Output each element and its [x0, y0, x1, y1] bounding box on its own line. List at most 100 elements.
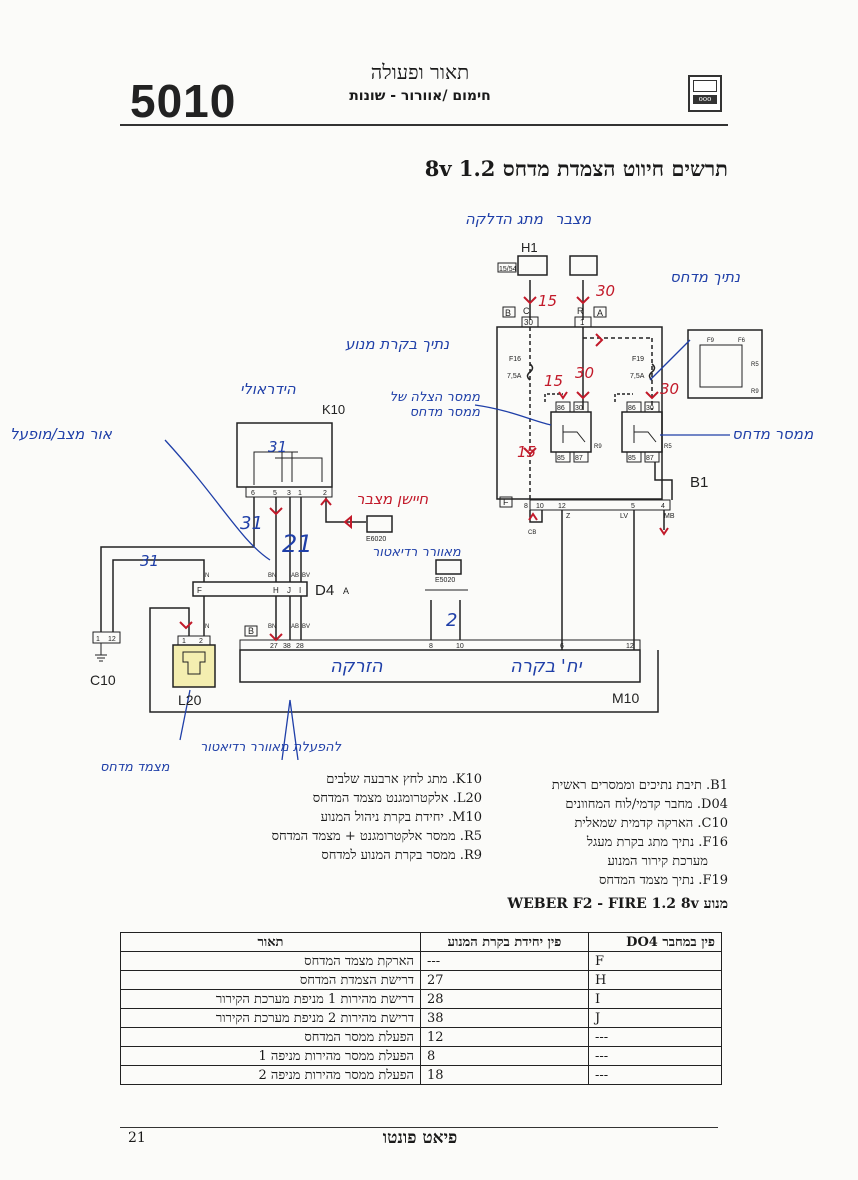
label-d4-j: J — [287, 586, 291, 595]
section-title: תרשים חיווט הצמדת מדחס 1.2 8v — [424, 156, 728, 181]
cell: דרישת מהירות 2 מניפת מערכת הקירור — [120, 1008, 421, 1028]
label-inset-r9: R9 — [751, 389, 759, 395]
note-31: 31 — [240, 513, 263, 534]
label-10: 10 — [536, 503, 544, 510]
page-title: תאור ופעולה — [370, 60, 470, 84]
label-86: 86 — [628, 405, 636, 412]
cell: --- — [588, 1065, 722, 1085]
label-bv: BV — [302, 573, 310, 579]
label-h1-pin: 15/54 — [499, 266, 517, 273]
label-b1: B1 — [690, 474, 708, 491]
label-ab: AB — [291, 624, 299, 630]
column-header: תאור — [120, 932, 421, 952]
section-number: 5010 — [130, 75, 237, 127]
cell: דרישת מהירות 1 מניפת מערכת הקירור — [120, 989, 421, 1009]
label-f19: F19 — [632, 356, 644, 363]
note-30: 30 — [660, 380, 680, 398]
label-30: 30 — [575, 405, 583, 412]
label-12: 12 — [626, 643, 634, 650]
cell: 38 — [420, 1008, 589, 1028]
legend-item: F19. נתיך מצמד המדחס — [598, 873, 728, 888]
e5020-sensor — [435, 559, 462, 575]
label-n: N — [205, 624, 209, 630]
label-bv: BV — [302, 624, 310, 630]
label-e6020: E6020 — [366, 536, 386, 543]
note-k10: הידראולי — [240, 380, 296, 398]
connector-b: B — [248, 626, 254, 636]
label-inset-r5: R5 — [751, 362, 759, 368]
legend-right: B1. תיבת נתיכים וממסרים ראשית D04. מחבר … — [552, 776, 728, 890]
connector-a: A — [597, 308, 603, 318]
label-n: N — [205, 573, 209, 579]
label-27: 27 — [270, 643, 278, 650]
header-divider — [120, 124, 728, 126]
e6020-sensor — [366, 515, 393, 533]
cell: דרישת הצמדת המדחס — [120, 970, 421, 990]
b1-fuse-box — [496, 326, 663, 500]
label-1: 1 — [96, 636, 100, 643]
note-15: 15 — [538, 292, 558, 310]
label-r9: R9 — [594, 444, 602, 450]
label-1: 1 — [298, 490, 302, 497]
label-4: 4 — [661, 503, 665, 510]
footer-title: פיאט פונטו — [382, 1128, 458, 1148]
label-f19-amp: 7,5A — [630, 373, 645, 380]
legend-item: F16. נתיך מתג בקרת מעגל — [586, 835, 728, 850]
label-z: Z — [566, 513, 571, 520]
engine-heading: מנוע WEBER F2 - FIRE 1.2 8v — [507, 896, 728, 912]
label-mb: MB — [664, 513, 675, 520]
label-inset-f9: F9 — [707, 338, 715, 344]
cell: 18 — [420, 1065, 589, 1085]
label-6: 6 — [560, 643, 564, 650]
page-number: 21 — [128, 1130, 146, 1146]
legend-item: D04. מחבר קדמי/לוח המחוונים — [565, 797, 728, 812]
cell: 27 — [420, 970, 589, 990]
note-15: 15 — [544, 372, 564, 390]
note-warning: אור מצב/מופעל — [10, 425, 112, 443]
note-compressor-clutch: מצמד מדחס — [100, 760, 170, 775]
label-5: 5 — [631, 503, 635, 510]
note-fuse-engine: נתיך בקרת מנוע — [345, 335, 450, 353]
legend-item: L20. אלקטרומגנט מצמד המדחס — [312, 791, 482, 806]
note-ignition: מתג הדלקה — [465, 210, 543, 228]
cell: H — [588, 970, 722, 990]
page-subtitle: חימום /אוורור - שונות — [349, 88, 491, 104]
m10-ecu — [239, 649, 641, 683]
label-c: C — [523, 306, 530, 316]
legend-item: מערכת קירור המנוע — [607, 854, 708, 869]
cell: 28 — [420, 989, 589, 1009]
connector-a: A — [343, 586, 349, 596]
label-d4-i: I — [299, 586, 301, 595]
label-12: 12 — [558, 503, 566, 510]
note-2: 2 — [446, 610, 458, 631]
d4-connector — [192, 581, 308, 597]
label-f16-amp: 7,5A — [507, 373, 522, 380]
cell: J — [588, 1008, 722, 1028]
label-86: 86 — [557, 405, 565, 412]
note-15: 15 — [517, 443, 537, 461]
label-d4: D4 — [315, 582, 334, 599]
legend-item: M10. יחידת בקרת ניהול המנוע — [320, 810, 482, 825]
label-8: 8 — [429, 643, 433, 650]
cell: --- — [420, 951, 589, 971]
label-ab: AB — [291, 573, 299, 579]
legend-item: R9. ממסר בקרת המנוע למדחס — [321, 848, 482, 863]
label-cb: CB — [528, 530, 536, 536]
cell: הפעלת ממסר מהירות מניפה 1 — [120, 1046, 421, 1066]
label-10: 10 — [456, 643, 464, 650]
label-6: 6 — [251, 490, 255, 497]
note-fan-activation: להפעלת מאוורר רדיאטור — [200, 740, 341, 755]
fuse-location-inset — [687, 329, 763, 399]
note-21: 21 — [282, 530, 313, 558]
ignition-switch-symbol — [517, 255, 548, 276]
label-r5: R5 — [664, 444, 672, 450]
connector-f: F — [503, 497, 509, 507]
note-30: 30 — [575, 364, 595, 382]
dashboard-panel-icon: ooo — [688, 75, 722, 112]
label-87: 87 — [646, 455, 654, 462]
label-8: 8 — [524, 503, 528, 510]
